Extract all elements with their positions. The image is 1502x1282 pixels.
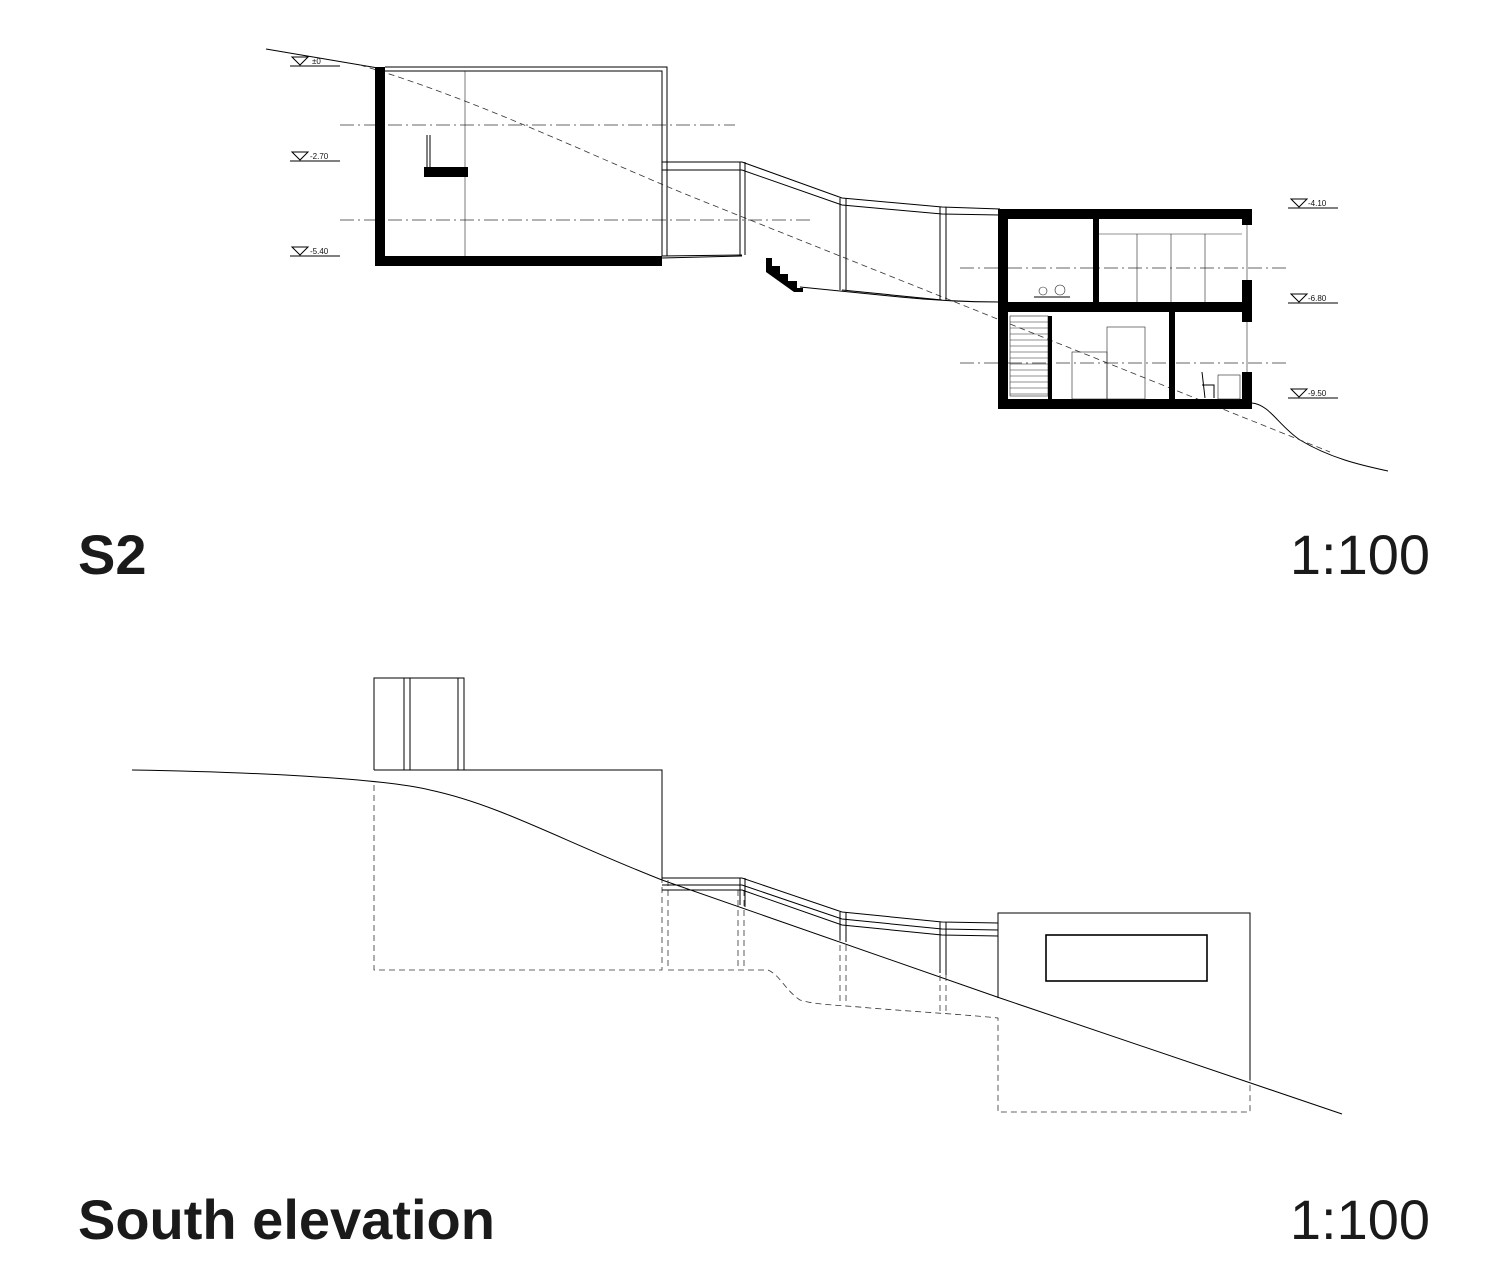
house-wall-right-2 — [1242, 280, 1252, 322]
upper-box-wall-left — [375, 67, 385, 266]
house-partition-upper — [1093, 219, 1099, 302]
skylight — [373, 677, 465, 770]
interior-stairs-treads — [1010, 321, 1048, 395]
elevation-title: South elevation — [78, 1188, 495, 1251]
level-label: -5.40 — [310, 247, 329, 256]
level-label: -6.80 — [1308, 294, 1327, 303]
steps — [766, 258, 803, 292]
house-wall-left — [998, 209, 1008, 409]
plant — [1038, 286, 1048, 296]
south-elevation-drawing — [131, 677, 1343, 1115]
elevation-scale: 1:100 — [1289, 1188, 1430, 1251]
plant — [1054, 284, 1066, 296]
house-partition-lower — [1169, 312, 1175, 399]
terrain-line-right — [1251, 402, 1389, 472]
section-scale: 1:100 — [1289, 523, 1430, 586]
interior-stair-wall — [1048, 316, 1052, 399]
cabinet-low — [1071, 351, 1108, 400]
bridge-top — [662, 161, 1001, 210]
level-markers: ±0 -2.70 -5.40 -4.10 -6.80 -9.50 — [290, 56, 1338, 399]
section-s2-drawing: ±0 -2.70 -5.40 -4.10 -6.80 -9.50 — [265, 48, 1389, 472]
bridge-floor — [661, 254, 943, 301]
desk — [424, 167, 468, 177]
side-table — [1217, 374, 1241, 400]
elevation-window — [1045, 934, 1208, 982]
level-label: -9.50 — [1308, 389, 1327, 398]
elevation-house — [997, 912, 1251, 1080]
elevation-bridge-rail — [662, 884, 999, 931]
underground-posts — [737, 890, 947, 1015]
elevation-bridge-top — [662, 877, 999, 924]
section-title: S2 — [78, 523, 147, 586]
ground-under-bridge — [661, 255, 1001, 303]
elevation-bridge-floor — [662, 889, 999, 937]
elevation-terrain — [131, 769, 1343, 1115]
level-label: ±0 — [312, 57, 321, 66]
house-wall-right-1 — [1242, 209, 1252, 225]
original-terrain-dashed — [359, 64, 1331, 453]
upper-box-floor — [375, 256, 662, 266]
house-wall-right-3 — [1242, 372, 1252, 409]
house-floor — [998, 399, 1252, 409]
terrain-line — [265, 48, 379, 69]
level-label: -2.70 — [310, 152, 329, 161]
bridge-rail — [662, 169, 1001, 216]
chair — [1201, 371, 1215, 399]
level-label: -4.10 — [1308, 199, 1327, 208]
house-roof — [998, 209, 1252, 219]
underground-outline — [373, 785, 1251, 1113]
upper-box-outline — [374, 769, 663, 880]
house-mid-floor — [1008, 302, 1252, 312]
